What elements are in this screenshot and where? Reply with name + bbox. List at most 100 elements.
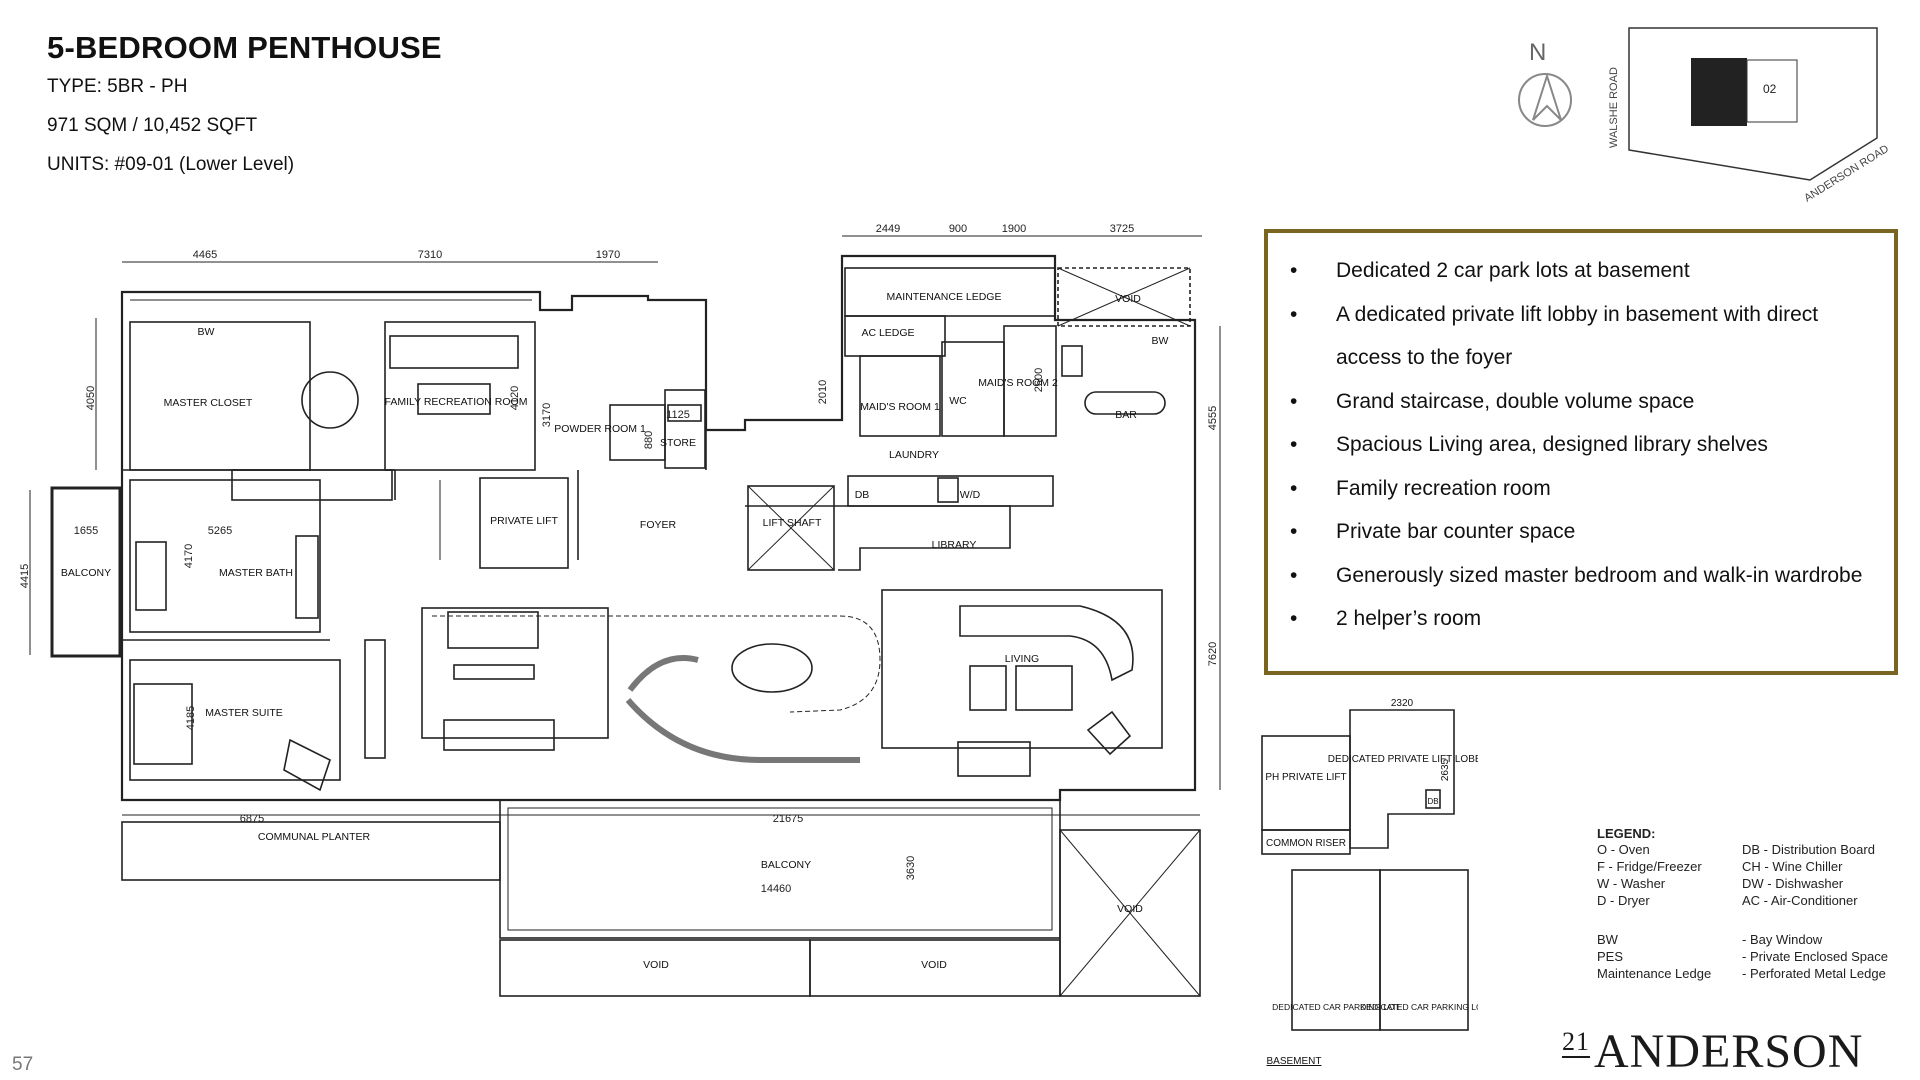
dim-2600: 2600 — [1033, 368, 1045, 392]
dim-2449: 2449 — [876, 223, 900, 235]
balcony-left-area — [50, 486, 122, 658]
dim-1970: 1970 — [596, 249, 620, 261]
legend-pes-desc: - Private Enclosed Space — [1742, 949, 1888, 964]
feature-item: A dedicated private lift lobby in baseme… — [1288, 293, 1874, 380]
dim-900: 900 — [949, 223, 967, 235]
room-living: LIVING — [1005, 653, 1039, 665]
north-label: N — [1529, 39, 1546, 66]
room-maintenance-ledge: MAINTENANCE LEDGE — [887, 291, 1002, 303]
room-bw: BW — [198, 326, 215, 338]
north-compass: N — [1518, 39, 1572, 127]
room-wc: WC — [949, 395, 967, 407]
site-boundary — [1628, 27, 1878, 181]
dim-7310: 7310 — [418, 249, 442, 261]
dim-2635: 2635 — [1440, 758, 1451, 781]
legend-ch: CH - Wine Chiller — [1742, 859, 1843, 874]
unit-numbers: UNITS: #09-01 (Lower Level) — [47, 154, 295, 175]
block-02-outline — [1746, 59, 1798, 123]
block-01 — [1691, 58, 1747, 126]
feature-item: Private bar counter space — [1288, 510, 1874, 554]
dim-4465: 4465 — [193, 249, 217, 261]
feature-item: Grand staircase, double volume space — [1288, 380, 1874, 424]
dim-880: 880 — [643, 431, 655, 449]
legend-maint: Maintenance Ledge — [1597, 966, 1712, 981]
legend-oven: O - Oven — [1597, 842, 1650, 857]
master-suite-area — [129, 659, 341, 781]
brand-logo: 21ANDERSON — [1562, 1024, 1863, 1079]
room-master-closet: MASTER CLOSET — [164, 397, 253, 409]
legend-fridge: F - Fridge/Freezer — [1597, 859, 1702, 874]
room-master-bath: MASTER BATH — [219, 567, 293, 579]
master-bath-area — [129, 479, 321, 633]
legend-dw: DW - Dishwasher — [1742, 876, 1844, 891]
dim-1655: 1655 — [74, 525, 98, 537]
block-02-label: 02 — [1763, 82, 1777, 96]
room-balcony-left: BALCONY — [61, 567, 111, 579]
dim-3630: 3630 — [905, 856, 917, 880]
basement-ph-lift: PH PRIVATE LIFT — [1265, 772, 1346, 783]
dim-2010: 2010 — [817, 380, 829, 404]
room-master-suite: MASTER SUITE — [205, 707, 283, 719]
room-communal-planter: COMMUNAL PLANTER — [258, 831, 371, 843]
basement-lot-1: DEDICATED CAR PARKING LOT — [1272, 1002, 1400, 1012]
page-number: 57 — [12, 1054, 34, 1075]
room-family-rec: FAMILY RECREATION ROOM — [385, 396, 528, 408]
feature-item: 2 helper’s room — [1288, 597, 1874, 641]
features-box: Dedicated 2 car park lots at basement A … — [1264, 229, 1898, 675]
site-key-plan: N 02 WALSHE ROAD ANDERSON ROAD — [1518, 27, 1891, 205]
dim-6875: 6875 — [240, 813, 264, 825]
dim-1125: 1125 — [666, 409, 690, 421]
features-list: Dedicated 2 car park lots at basement A … — [1288, 249, 1874, 641]
room-laundry: LAUNDRY — [889, 449, 939, 461]
room-balcony: BALCONY — [761, 859, 811, 871]
unit-area: 971 SQM / 10,452 SQFT — [47, 115, 258, 136]
basement-label: BASEMENT — [1266, 1056, 1321, 1067]
dim-4555: 4555 — [1207, 406, 1219, 430]
legend-bw: BW — [1597, 932, 1618, 947]
page-title: 5-BEDROOM PENTHOUSE — [47, 30, 442, 65]
dim-2320: 2320 — [1391, 698, 1414, 709]
dim-3725: 3725 — [1110, 223, 1134, 235]
basement-plan: 2320 2635 PH PRIVATE LIFT DEDICATED PRIV… — [1261, 698, 1478, 1067]
room-bw-2: BW — [1152, 335, 1169, 347]
brand-name: ANDERSON — [1594, 1025, 1864, 1078]
room-maid-1: MAID'S ROOM 1 — [860, 401, 940, 413]
feature-item: Spacious Living area, designed library s… — [1288, 423, 1874, 467]
room-wd: W/D — [960, 489, 981, 501]
floor-plan: 4465 7310 1970 2449 900 1900 3725 4050 4… — [19, 223, 1221, 997]
dim-4120: 4120 — [509, 386, 521, 410]
legend-pes: PES — [1597, 949, 1624, 964]
walshe-road-label: WALSHE ROAD — [1608, 67, 1620, 148]
legend-dryer: D - Dryer — [1597, 893, 1650, 908]
dim-1900: 1900 — [1002, 223, 1026, 235]
dim-14460: 14460 — [761, 883, 792, 895]
legend-title: LEGEND: — [1597, 826, 1656, 841]
dim-21675: 21675 — [773, 813, 804, 825]
room-bar: BAR — [1115, 409, 1137, 421]
room-foyer: FOYER — [640, 519, 677, 531]
dim-4050: 4050 — [85, 386, 97, 410]
dim-7620: 7620 — [1207, 642, 1219, 666]
basement-lobby: DEDICATED PRIVATE LIFT LOBBY — [1328, 754, 1478, 765]
basement-riser: COMMON RISER — [1266, 838, 1346, 849]
room-lift-shaft: LIFT SHAFT — [763, 517, 822, 529]
dim-5265: 5265 — [208, 525, 232, 537]
legend-maint-desc: - Perforated Metal Ledge — [1742, 966, 1886, 981]
feature-item: Family recreation room — [1288, 467, 1874, 511]
room-void-top: VOID — [1115, 293, 1141, 305]
master-closet-area — [129, 321, 311, 471]
legend-bw-desc: - Bay Window — [1742, 932, 1823, 947]
legend-db: DB - Distribution Board — [1742, 842, 1875, 857]
room-library: LIBRARY — [932, 539, 977, 551]
room-ac-ledge: AC LEDGE — [861, 327, 914, 339]
room-void-a: VOID — [643, 959, 669, 971]
room-private-lift: PRIVATE LIFT — [490, 515, 558, 527]
dim-3170: 3170 — [541, 403, 553, 427]
feature-item: Dedicated 2 car park lots at basement — [1288, 249, 1874, 293]
dim-4415: 4415 — [19, 564, 31, 588]
room-void-c: VOID — [1117, 903, 1143, 915]
brand-number: 21 — [1562, 1027, 1590, 1058]
void-right — [1059, 829, 1201, 997]
room-maid-2: MAID'S ROOM 2 — [978, 377, 1058, 389]
room-void-b: VOID — [921, 959, 947, 971]
